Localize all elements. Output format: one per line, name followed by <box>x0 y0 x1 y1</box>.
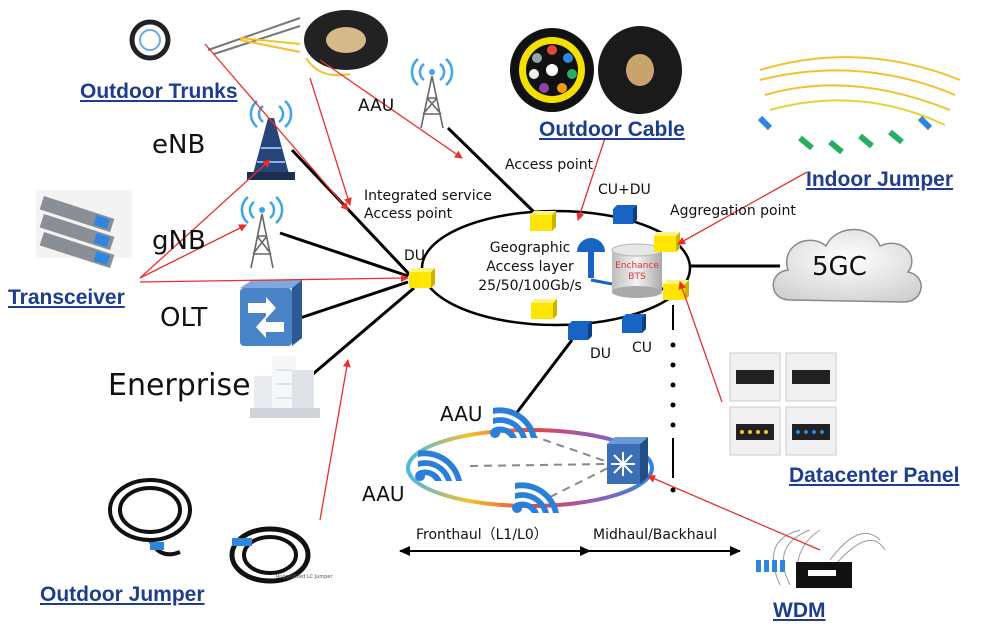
enb-label: eNB <box>152 130 206 160</box>
blue-dome-icon <box>577 238 613 286</box>
node-cu-du <box>613 205 637 224</box>
outdoor-cable-title: Outdoor Cable <box>539 118 685 141</box>
node-access-bottom <box>531 299 557 319</box>
connection-lines <box>279 126 780 416</box>
indoor-jumper-photo <box>757 56 961 155</box>
outdoor-jumper-photo <box>108 478 311 584</box>
aau-ring-label-2: AAU <box>362 482 405 506</box>
line-aau-ring <box>446 126 537 215</box>
aggregation-switch-icon <box>607 437 648 484</box>
fronthaul-label: Fronthaul（L1/L0） <box>416 527 548 543</box>
du-bottom-label: DU <box>590 346 612 362</box>
transceiver-title: Transceiver <box>8 286 125 309</box>
aggregation-point-label: Aggregation point <box>670 203 796 219</box>
ring-label-speed: 25/50/100Gb/s <box>478 278 582 294</box>
line-enterprise-du <box>299 286 415 387</box>
ring-label-access-layer: Access layer <box>486 259 574 275</box>
line-du-aau-ring <box>513 339 574 416</box>
wdm-title: WDM <box>773 599 826 622</box>
aau-tower-top-icon <box>410 58 454 129</box>
aau-ring-label-1: AAU <box>440 402 483 426</box>
wifi-aau-bottom <box>512 482 559 513</box>
node-du-left <box>409 268 435 288</box>
olt-label: OLT <box>160 303 208 333</box>
transceiver-photo <box>36 190 132 269</box>
node-cu <box>622 314 646 333</box>
outdoor-cable-photo <box>510 26 682 114</box>
olt-icon <box>240 280 302 346</box>
cu-label: CU <box>632 340 653 356</box>
integrated-service-label: Integrated service <box>364 188 492 204</box>
wifi-aau-left <box>415 450 462 481</box>
wifi-aau-top <box>490 407 537 438</box>
outdoor-trunks-title: Outdoor Trunks <box>80 80 238 103</box>
outdoor-jumper-title: Outdoor Jumper <box>40 583 205 606</box>
node-aggregation-1 <box>654 232 680 252</box>
integrated-access-point-label: Access point <box>364 206 453 222</box>
enterprise-buildings-icon <box>250 356 320 418</box>
enb-tower-icon <box>247 100 295 180</box>
5gc-label: 5GC <box>812 252 867 282</box>
du-left-label: DU <box>404 248 426 264</box>
aau-top-label: AAU <box>358 96 395 116</box>
outdoor-trunks-photo <box>129 10 388 77</box>
indoor-jumper-title: Indoor Jumper <box>806 168 954 191</box>
gnb-tower-icon <box>240 196 284 269</box>
wdm-photo <box>756 529 886 588</box>
cu-du-label: CU+DU <box>598 182 651 198</box>
access-point-label: Access point <box>505 157 594 173</box>
node-du-bottom <box>568 321 592 340</box>
gnb-label: gNB <box>152 226 206 256</box>
ring-label-geographic: Geographic <box>489 240 571 256</box>
node-access-top <box>530 211 556 231</box>
yellow-nodes <box>409 211 689 319</box>
blue-nodes <box>568 205 646 340</box>
datacenter-panel-title: Datacenter Panel <box>789 464 960 487</box>
line-olt-du <box>299 280 409 320</box>
5gc-cloud <box>772 228 922 303</box>
line-enb-du <box>290 148 412 277</box>
line-gnb-du <box>279 231 409 278</box>
midhaul-backhaul-label: Midhaul/Backhaul <box>593 527 717 543</box>
enhance-bts-cylinder <box>611 243 663 298</box>
ruggedized-jumper-tag: Ruggedized LC Jumper <box>276 574 333 580</box>
bts-label-1: Enchance <box>615 261 659 271</box>
divider-dots <box>670 342 676 493</box>
enterprise-label: Enerprise <box>108 368 251 403</box>
red-arrows <box>139 43 821 551</box>
datacenter-panel-photo <box>729 352 837 456</box>
bts-label-2: BTS <box>628 272 646 282</box>
